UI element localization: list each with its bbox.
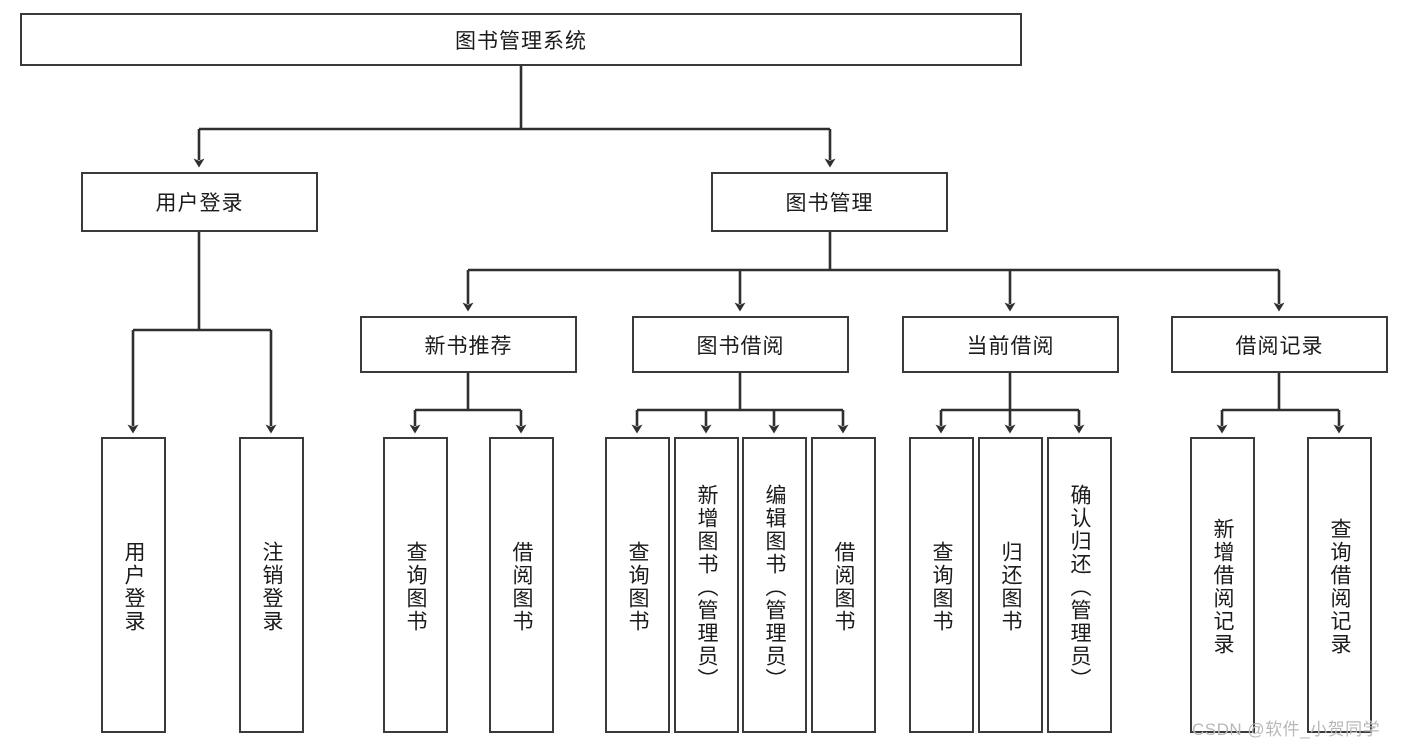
node-leaf-confirm-return[interactable]: 确认归还（管理员）	[1047, 437, 1112, 733]
node-leaf-edit-book[interactable]: 编辑图书（管理员）	[742, 437, 807, 733]
node-leaf-query-book-recommend[interactable]: 查询图书	[383, 437, 448, 733]
watermark-text: CSDN @软件_小贺同学	[1192, 720, 1381, 739]
node-book-borrow[interactable]: 图书借阅	[632, 316, 849, 373]
node-root-system[interactable]: 图书管理系统	[20, 13, 1022, 66]
node-label: 当前借阅	[966, 334, 1055, 358]
node-label: 借阅图书	[510, 541, 533, 633]
node-user-login[interactable]: 用户登录	[81, 172, 318, 232]
node-label: 借阅记录	[1235, 334, 1324, 358]
node-leaf-add-book[interactable]: 新增图书（管理员）	[674, 437, 739, 733]
node-label: 查询借阅记录	[1328, 518, 1351, 656]
node-leaf-query-book-current[interactable]: 查询图书	[909, 437, 974, 733]
node-label: 新增图书（管理员）	[695, 483, 718, 691]
node-label: 编辑图书（管理员）	[763, 483, 786, 691]
node-label: 归还图书	[999, 541, 1022, 633]
node-label: 查询图书	[930, 541, 953, 633]
node-label: 用户登录	[155, 192, 244, 215]
node-leaf-query-borrow-record[interactable]: 查询借阅记录	[1307, 437, 1372, 733]
node-label: 确认归还（管理员）	[1068, 483, 1091, 691]
node-label: 借阅图书	[832, 541, 855, 633]
node-leaf-logout-login[interactable]: 注销登录	[239, 437, 304, 733]
node-label: 图书管理	[785, 192, 874, 215]
node-leaf-return-book[interactable]: 归还图书	[978, 437, 1043, 733]
node-label: 查询图书	[626, 541, 649, 633]
node-label: 图书借阅	[696, 334, 785, 358]
node-book-manage[interactable]: 图书管理	[711, 172, 948, 232]
node-label: 新书推荐	[424, 334, 513, 358]
node-leaf-add-borrow-record[interactable]: 新增借阅记录	[1190, 437, 1255, 733]
node-leaf-borrow-book[interactable]: 借阅图书	[811, 437, 876, 733]
node-label: 用户登录	[122, 541, 145, 633]
node-label: 注销登录	[260, 541, 283, 633]
node-leaf-borrow-book-recommend[interactable]: 借阅图书	[489, 437, 554, 733]
node-label: 图书管理系统	[455, 29, 587, 53]
node-label: 新增借阅记录	[1211, 518, 1234, 656]
node-current-borrow[interactable]: 当前借阅	[902, 316, 1119, 373]
node-leaf-user-login[interactable]: 用户登录	[101, 437, 166, 733]
node-leaf-query-book-borrow[interactable]: 查询图书	[605, 437, 670, 733]
node-label: 查询图书	[404, 541, 427, 633]
node-borrow-record[interactable]: 借阅记录	[1171, 316, 1388, 373]
node-new-book-recommend[interactable]: 新书推荐	[360, 316, 577, 373]
